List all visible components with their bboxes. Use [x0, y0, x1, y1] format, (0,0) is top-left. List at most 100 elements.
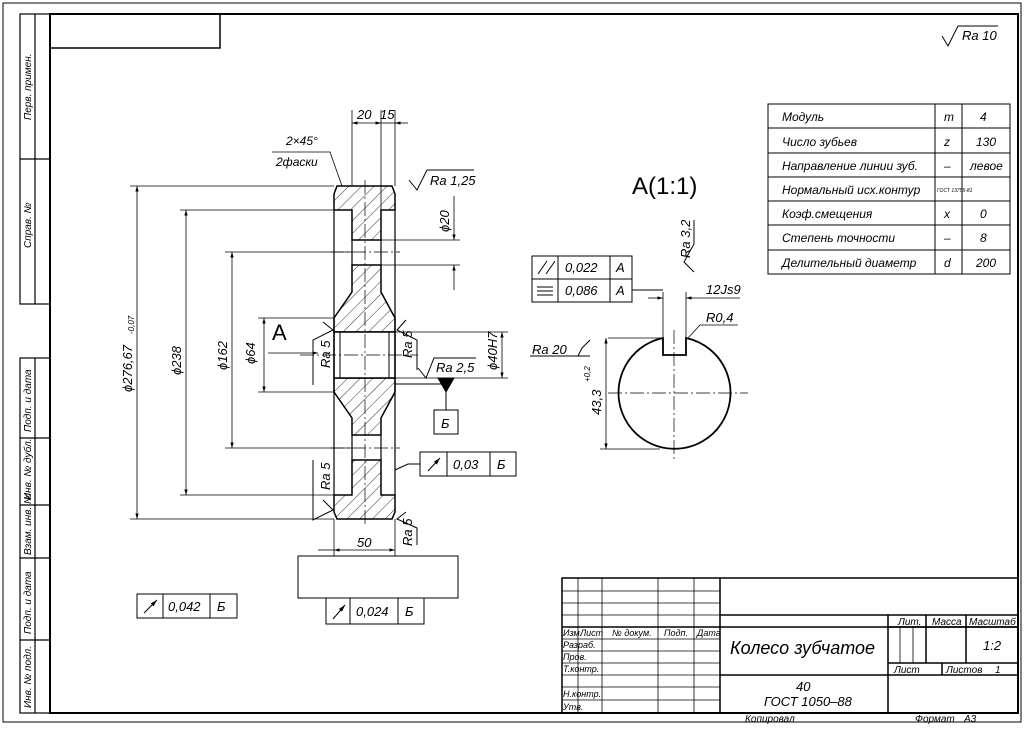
param-sym-diameter: d: [944, 256, 951, 270]
tb-sheet: Лист: [893, 665, 920, 676]
tol-0042-base: Б: [217, 599, 226, 614]
tb-sheets: Листов: [945, 665, 982, 676]
param-name-shift: Коэф.смещения: [782, 207, 873, 221]
tol-003-base: Б: [497, 457, 506, 472]
datum-b-label: Б: [441, 416, 450, 431]
parameter-table: [767, 103, 1011, 275]
dim-w50: 50: [357, 535, 372, 550]
ra-5-lower-right: Ra 5: [400, 518, 415, 546]
side-stamps: [19, 13, 51, 714]
param-name-contour: Нормальный исх.контур: [782, 183, 921, 197]
param-val-teeth: 130: [976, 135, 996, 149]
tol-frame-003: [394, 451, 517, 477]
view-a-roughness: [530, 220, 695, 357]
tb-col-list: Лист: [579, 628, 604, 638]
hub-extension-box: [297, 555, 459, 599]
dim-d20: ϕ20: [437, 210, 452, 232]
tb-sheets-count: 1: [995, 665, 1001, 676]
dim-w15: 15: [380, 107, 395, 122]
dim-d276: ϕ276,67: [120, 344, 135, 392]
view-a-title: А(1:1): [632, 173, 697, 200]
param-sym-teeth: z: [943, 135, 950, 149]
parameter-table-text: Модуль m 4 Число зубьев z 130 Направлени…: [780, 110, 1003, 270]
dim-433-tol: +0,2: [583, 366, 592, 382]
param-name-module: Модуль: [782, 110, 824, 124]
tb-mass: Масса: [932, 617, 962, 628]
tol-frame-0024: [325, 597, 425, 625]
tol-003-value: 0,03: [453, 457, 479, 472]
param-sym-accuracy: –: [943, 231, 951, 245]
view-a-section: [608, 330, 748, 462]
tb-col-date: Дата: [696, 628, 721, 638]
roughness-marks: [312, 169, 476, 545]
tol-parallel-value: 0,022: [565, 260, 598, 275]
title-block-text: Изм. Лист № докум. Подп. Дата Разраб. Пр…: [562, 616, 1016, 712]
tb-scale-value: 1:2: [983, 638, 1002, 653]
tb-format: Формат: [915, 714, 955, 725]
side-stamp-2: Справ. №: [23, 202, 34, 248]
param-name-accuracy: Степень точности: [782, 231, 895, 245]
tol-0024-base: Б: [405, 604, 414, 619]
tb-row-tkontr: Т.контр.: [563, 664, 599, 674]
tb-col-izm: Изм.: [563, 628, 582, 638]
tb-row-prov: Пров.: [563, 652, 587, 662]
ra-5-upper-right: Ra 5: [400, 330, 415, 358]
tb-col-doc: № докум.: [612, 628, 652, 638]
tol-symmetry-base: А: [615, 283, 625, 298]
ra-32: Ra 3,2: [678, 219, 693, 258]
tb-row-utv: Утв.: [562, 702, 583, 712]
side-stamp-3: Подп. и дата: [23, 369, 34, 432]
param-val-module: 4: [980, 110, 987, 124]
dim-d40: ϕ40H7: [485, 331, 500, 370]
ra-20: Ra 20: [532, 342, 567, 357]
tol-frame-0042: [136, 593, 238, 619]
dim-d64: ϕ64: [243, 342, 258, 364]
section-letter: А: [272, 320, 287, 345]
tol-parallel-base: А: [615, 260, 625, 275]
tol-symmetry-value: 0,086: [565, 283, 598, 298]
ra-125: Ra 1,25: [430, 173, 476, 188]
datum-b-symbol: [395, 377, 459, 435]
tb-row-razrab: Разраб.: [563, 640, 596, 650]
tol-0024-value: 0,024: [356, 604, 389, 619]
tb-copied: Копировал: [745, 714, 795, 725]
title-block-grid: [562, 578, 914, 713]
side-stamp-6: Подп. и дата: [23, 571, 34, 634]
tb-material-1: 40: [796, 679, 811, 694]
param-sym-contour: ГОСТ 13755-81: [937, 188, 973, 194]
side-stamp-4: Инв. № дубл.: [22, 439, 34, 501]
gear-dimension-lines: [130, 110, 508, 556]
general-roughness-text: Ra 10: [962, 28, 997, 43]
title-block: [561, 577, 1019, 714]
param-name-teeth: Число зубьев: [782, 135, 857, 149]
param-val-accuracy: 8: [980, 231, 987, 245]
param-val-diameter: 200: [975, 256, 996, 270]
ra-25: Ra 2,5: [436, 360, 475, 375]
param-sym-shift: x: [943, 207, 951, 221]
dim-433: 43,3: [589, 389, 604, 415]
tol-frames-view-a: [531, 255, 663, 303]
ra-5-upper-left: Ra 5: [318, 340, 333, 368]
tb-scale-label: Масштаб: [969, 616, 1016, 628]
param-name-direction: Направление линии зуб.: [782, 159, 918, 173]
tb-lit: Лит.: [897, 617, 921, 628]
gear-section: [300, 180, 418, 525]
chamfer-note-2: 2фаски: [275, 155, 318, 169]
param-val-direction: левое: [969, 159, 1003, 173]
side-stamp-5: Взам. инв. №: [23, 493, 34, 555]
tb-col-sign: Подп.: [664, 628, 688, 638]
param-val-shift: 0: [980, 207, 987, 221]
param-sym-module: m: [944, 110, 954, 124]
gear-hatching: [333, 185, 396, 520]
bore-keyway-outline: [617, 336, 732, 450]
side-stamp-7: Инв. № подл.: [23, 646, 34, 708]
view-a-dimension-lines: [600, 292, 740, 450]
tb-format-value: А3: [963, 714, 977, 725]
dim-d238: ϕ238: [169, 345, 184, 375]
dim-w20: 20: [356, 107, 372, 122]
tb-material-2: ГОСТ 1050–88: [764, 694, 853, 709]
general-roughness-sign: [941, 25, 998, 48]
